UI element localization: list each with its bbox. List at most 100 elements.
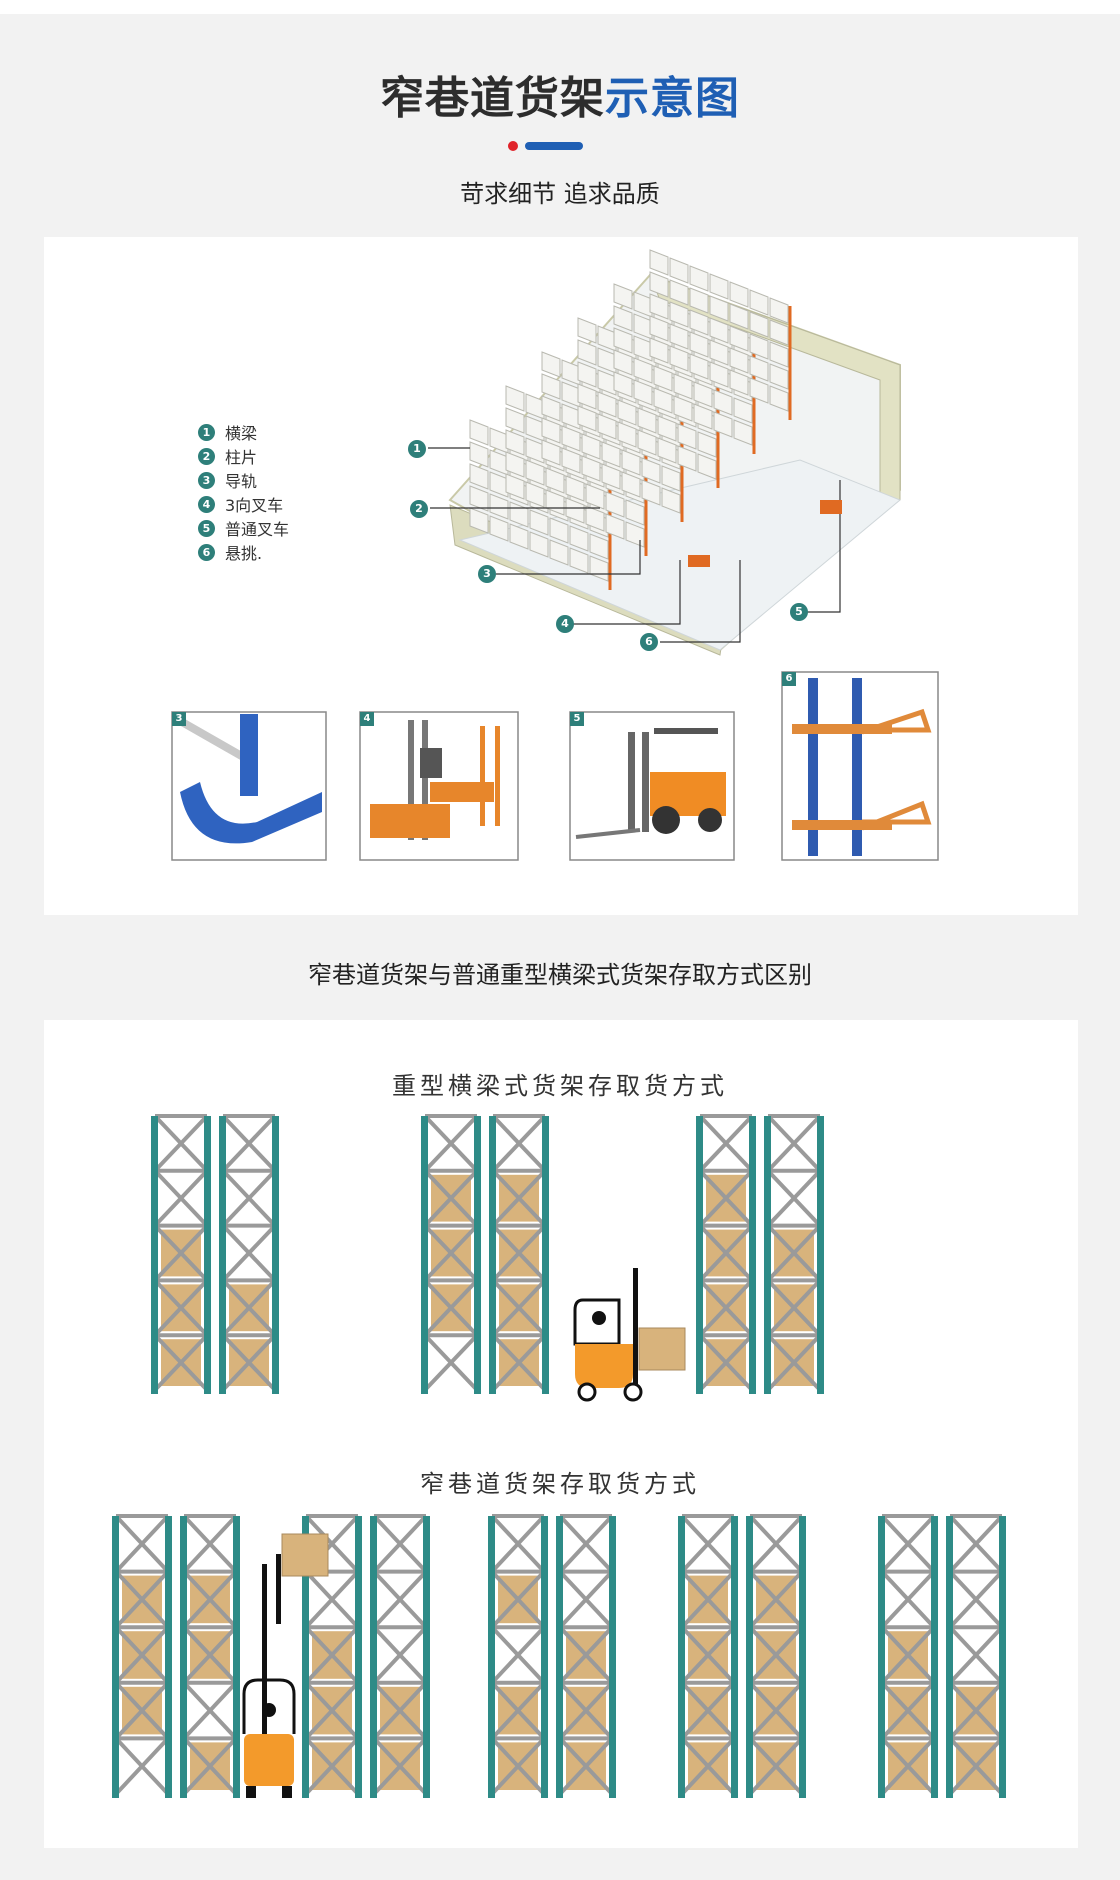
- pallet-box: [649, 271, 669, 298]
- callout-number: 6: [640, 633, 658, 651]
- pallet-box: [613, 371, 633, 398]
- rack-upright: [749, 1116, 756, 1394]
- rack-row: [649, 249, 792, 420]
- legend-label: 横梁: [225, 424, 258, 443]
- legend-label: 3向叉车: [225, 496, 284, 515]
- pallet-box: [649, 293, 669, 320]
- rack-brace: [698, 1114, 754, 1173]
- rack-brace: [748, 1570, 804, 1629]
- rack-brace: [680, 1570, 736, 1629]
- pallet-box: [677, 423, 697, 450]
- rack-brace: [748, 1514, 804, 1573]
- legend-label: 导轨: [225, 472, 258, 491]
- pallet-box: [489, 493, 509, 520]
- pallet-box: [581, 433, 601, 460]
- legend-number: 5: [198, 519, 215, 537]
- thumbnail-number: 4: [360, 712, 374, 726]
- rack-brace: [558, 1737, 614, 1796]
- rack-brace: [153, 1224, 209, 1282]
- rack-brace: [304, 1570, 360, 1629]
- pallet-box: [729, 325, 749, 352]
- rack-brace: [372, 1737, 428, 1796]
- pallet-box: [577, 317, 597, 344]
- pallet-box: [689, 353, 709, 380]
- pallet-box: [669, 257, 689, 284]
- pallet-box: [489, 471, 509, 498]
- pallet-box: [733, 397, 753, 424]
- blue-dash-icon: [525, 142, 583, 150]
- rack-brace: [948, 1514, 1004, 1573]
- pallet-box: [653, 365, 673, 392]
- top-strip: [0, 0, 1120, 14]
- rack-upright: [999, 1516, 1006, 1798]
- rack-brace: [153, 1333, 209, 1392]
- rack-rows: [469, 249, 792, 590]
- cantilever-icon: [781, 671, 939, 861]
- pallet-box: [469, 485, 489, 512]
- pallet-box: [469, 507, 489, 534]
- pallet-box: [633, 335, 653, 362]
- standard-forklift-icon: [569, 711, 735, 861]
- pallet-box: [749, 289, 769, 316]
- rack-bay: [302, 1514, 362, 1798]
- rack-brace: [880, 1737, 936, 1796]
- pallet-box: [561, 425, 581, 452]
- rack-brace: [304, 1681, 360, 1740]
- rack-brace: [182, 1514, 238, 1573]
- pallet-box: [577, 405, 597, 432]
- rack-bay: [421, 1114, 481, 1394]
- rack-bay: [878, 1514, 938, 1798]
- pallet-box: [577, 339, 597, 366]
- pallet-box: [669, 323, 689, 350]
- pallet-box: [469, 419, 489, 446]
- rack-brace: [680, 1737, 736, 1796]
- pallet-box: [697, 453, 717, 480]
- callout-number: 4: [556, 615, 574, 633]
- pallet-box: [505, 385, 525, 412]
- wheel-icon: [246, 1786, 256, 1798]
- pallet-box: [589, 555, 609, 582]
- rack-upright: [489, 1116, 496, 1394]
- rack-brace: [948, 1625, 1004, 1685]
- wheel-icon: [623, 1382, 643, 1402]
- rack-upright: [488, 1516, 495, 1798]
- pallet-box: [613, 349, 633, 376]
- rack-upright: [204, 1116, 211, 1394]
- rack-brace: [748, 1737, 804, 1796]
- legend-label: 普通叉车: [225, 520, 290, 539]
- rack-brace: [766, 1279, 822, 1337]
- pallet-box: [669, 345, 689, 372]
- forklift-cab: [573, 1298, 621, 1346]
- rack-upright: [180, 1516, 187, 1798]
- thumbnail-number: 3: [172, 712, 186, 726]
- pallet-box: [729, 347, 749, 374]
- pallet-box: [689, 287, 709, 314]
- pallet-box: [545, 467, 565, 494]
- pallet-box: [525, 481, 545, 508]
- rack-upright: [696, 1116, 703, 1394]
- rack-brace: [114, 1514, 170, 1573]
- rack-bay: [556, 1514, 616, 1798]
- driver-icon: [592, 1311, 606, 1325]
- wheel-icon: [577, 1382, 597, 1402]
- pallet-box: [565, 497, 585, 524]
- pallet-box: [469, 441, 489, 468]
- rack-upright: [370, 1516, 377, 1798]
- section-heading: 窄巷道货架与普通重型横梁式货架存取方式区别: [308, 961, 812, 989]
- rack-brace: [491, 1279, 547, 1337]
- rack-brace: [372, 1514, 428, 1573]
- thumbnail-number: 6: [782, 672, 796, 686]
- pallet-box: [769, 341, 789, 368]
- rack-brace: [114, 1737, 170, 1796]
- rack-brace: [698, 1279, 754, 1337]
- pallet-box: [505, 451, 525, 478]
- pallet-box: [613, 283, 633, 310]
- wheel-icon: [282, 1786, 292, 1798]
- thumbnail-number: 5: [570, 712, 584, 726]
- rack-upright: [678, 1516, 685, 1798]
- rack-bay: [180, 1514, 240, 1798]
- pallet-box: [613, 305, 633, 332]
